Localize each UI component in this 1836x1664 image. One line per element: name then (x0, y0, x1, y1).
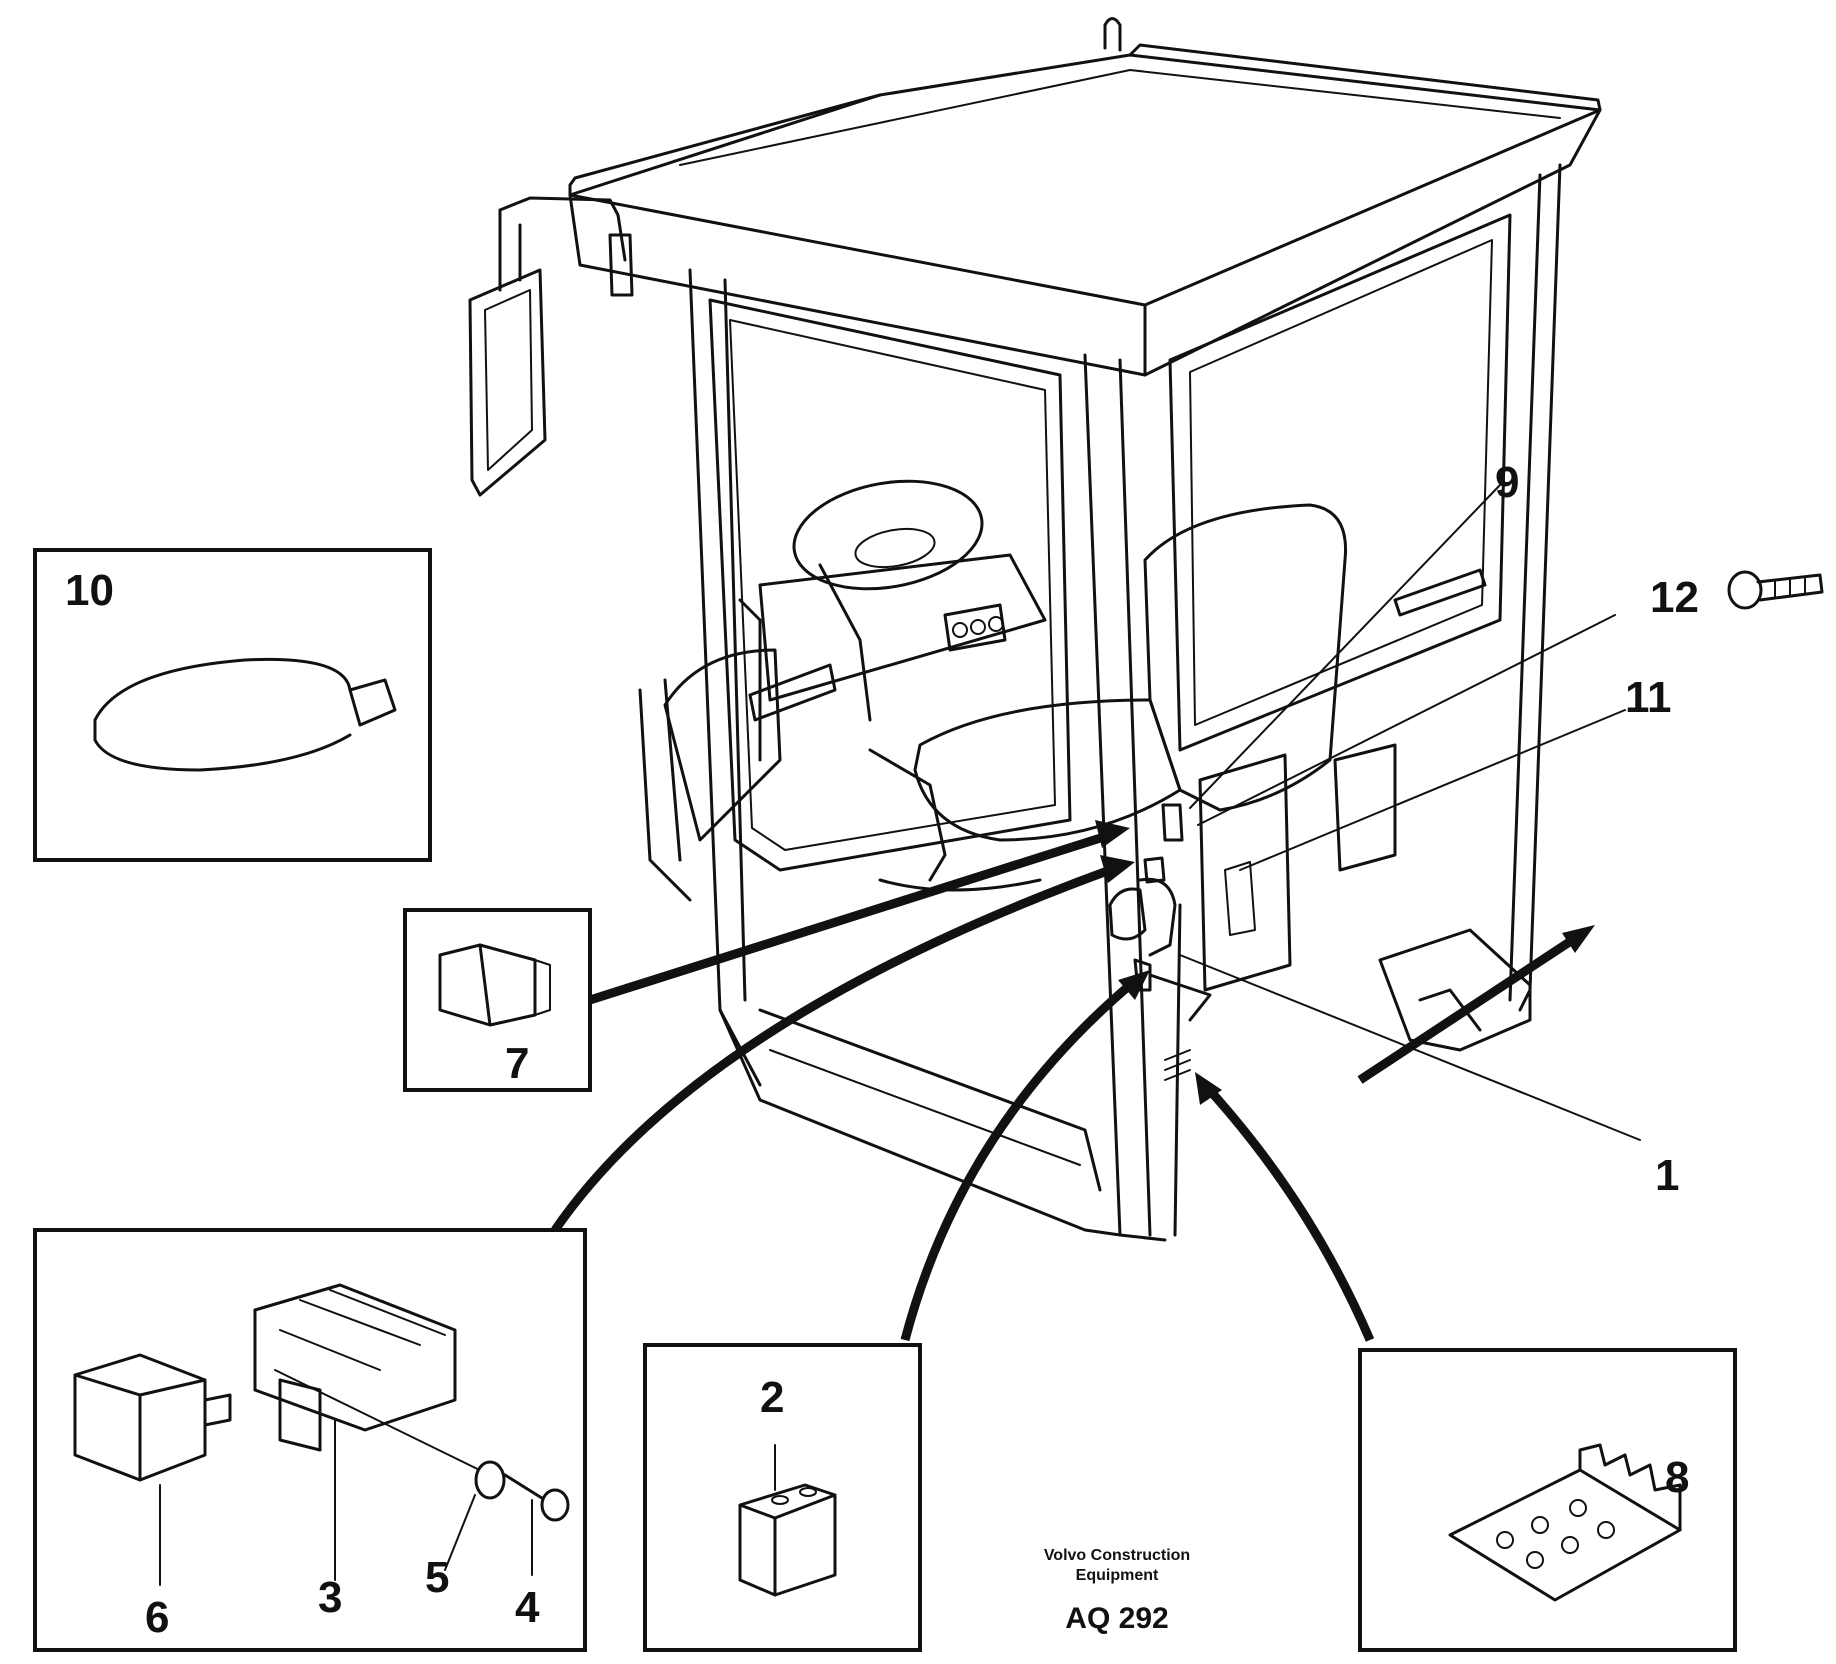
caption-line-2: Equipment (1076, 1567, 1159, 1584)
callout-7: 7 (505, 1039, 529, 1088)
callout-2: 2 (760, 1373, 784, 1422)
callout-5: 5 (425, 1553, 449, 1602)
callout-labels: 1 2 3 4 5 6 7 8 9 10 11 12 (65, 458, 1699, 1642)
callout-8: 8 (1665, 1453, 1689, 1502)
callout-3: 3 (318, 1573, 342, 1622)
inset-relay-holder (33, 1228, 587, 1652)
callout-11: 11 (1625, 673, 1672, 722)
drawing-code: AQ 292 (1065, 1602, 1168, 1635)
caption-block: Volvo Construction Equipment AQ 292 (1044, 1547, 1190, 1635)
rear-view-mirror (468, 196, 634, 497)
operator-seat (868, 503, 1348, 892)
callout-9: 9 (1495, 458, 1519, 507)
callout-10: 10 (65, 566, 114, 615)
inset-bracket (1358, 1348, 1737, 1652)
callout-6: 6 (145, 1593, 169, 1642)
inset-switch (403, 908, 592, 1092)
caption-line-1: Volvo Construction (1044, 1547, 1190, 1564)
inset-cable-tie (33, 548, 432, 862)
operator-cab (568, 17, 1602, 1242)
steering-and-dashboard (663, 479, 1047, 842)
callout-4: 4 (515, 1583, 540, 1632)
inset-connector (643, 1343, 922, 1652)
bolt-part-12 (1727, 570, 1824, 610)
callout-arrows (551, 820, 1595, 1342)
callout-1: 1 (1655, 1151, 1679, 1200)
callout-12: 12 (1650, 573, 1699, 622)
